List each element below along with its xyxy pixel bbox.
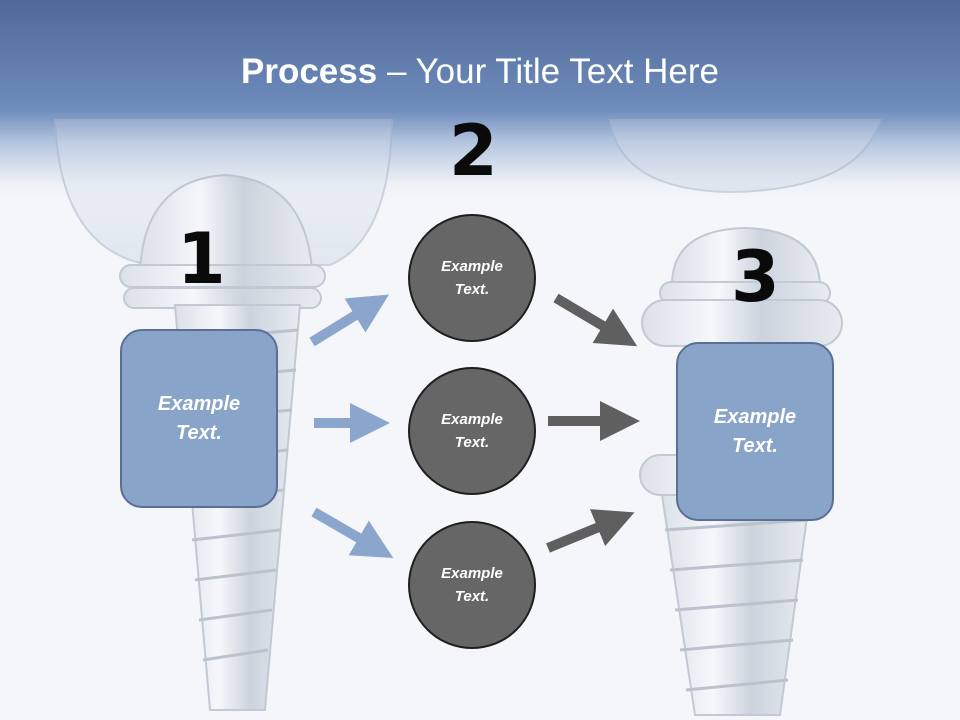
circle-bottom: Example Text. — [408, 521, 536, 649]
circle-middle: Example Text. — [408, 367, 536, 495]
circle-top: Example Text. — [408, 214, 536, 342]
title-rest: – Your Title Text Here — [377, 52, 719, 91]
step-1-text-line1: Example — [157, 392, 241, 415]
step-number-3: 3 — [731, 236, 780, 318]
arrow-bottom-to-3 — [546, 509, 635, 553]
step-number-2: 2 — [449, 110, 498, 192]
arrow-1-to-bottom — [311, 507, 394, 559]
arrow-1-to-top — [309, 294, 390, 347]
title-bold: Process — [241, 52, 378, 91]
step-3-box: Example Text. — [676, 342, 834, 521]
circle-top-line2: Text. — [454, 281, 490, 298]
step-1-text-line2: Text. — [176, 421, 222, 444]
circle-middle-line1: Example — [441, 411, 503, 428]
step-3-text-line2: Text. — [732, 434, 778, 457]
step-1-box: Example Text. — [120, 329, 278, 508]
circle-top-line1: Example — [441, 258, 503, 275]
arrow-top-to-3 — [553, 293, 638, 347]
circle-middle-line2: Text. — [454, 434, 490, 451]
step-number-1: 1 — [177, 218, 226, 300]
circle-bottom-line2: Text. — [454, 588, 490, 605]
page-title: Process – Your Title Text Here — [0, 52, 960, 92]
circle-bottom-line1: Example — [441, 565, 503, 582]
step-3-text-line1: Example — [713, 405, 797, 428]
